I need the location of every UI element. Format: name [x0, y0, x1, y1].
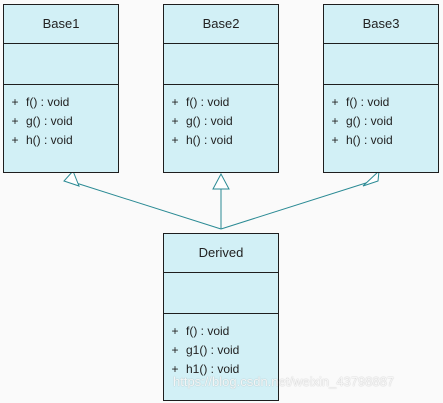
operation-row: + h() : void [324, 131, 438, 150]
class-name: Base2 [164, 5, 278, 44]
generalization-line-base1 [72, 181, 222, 230]
visibility-marker: + [11, 95, 19, 109]
operation-row: + g1() : void [164, 341, 278, 360]
operation-signature: h1() : void [186, 362, 240, 376]
operation-signature: f() : void [186, 324, 230, 338]
operation-signature: f() : void [346, 95, 390, 109]
operation-signature: f() : void [186, 95, 230, 109]
operation-row: + f() : void [164, 322, 278, 341]
operation-signature: f() : void [26, 95, 70, 109]
generalization-line-base3 [220, 181, 370, 230]
operation-row: + g() : void [164, 112, 278, 131]
attributes-compartment [4, 44, 118, 85]
operation-signature: h() : void [186, 133, 233, 147]
visibility-marker: + [331, 114, 339, 128]
operations-compartment: + f() : void + g() : void + h() : void [324, 85, 438, 156]
class-name: Base3 [324, 5, 438, 44]
attributes-compartment [164, 273, 278, 314]
attributes-compartment [164, 44, 278, 85]
operation-row: + g() : void [324, 112, 438, 131]
class-base3[interactable]: Base3 + f() : void + g() : void + h() : … [323, 4, 439, 173]
visibility-marker: + [11, 133, 19, 147]
operation-signature: h() : void [346, 133, 393, 147]
operation-row: + f() : void [324, 93, 438, 112]
class-name: Base1 [4, 5, 118, 44]
visibility-marker: + [171, 324, 179, 338]
operation-row: + h() : void [164, 131, 278, 150]
visibility-marker: + [171, 362, 179, 376]
operation-signature: g1() : void [186, 343, 240, 357]
visibility-marker: + [171, 133, 179, 147]
class-base2[interactable]: Base2 + f() : void + g() : void + h() : … [163, 4, 279, 173]
visibility-marker: + [171, 95, 179, 109]
operation-row: + f() : void [164, 93, 278, 112]
visibility-marker: + [331, 133, 339, 147]
class-derived[interactable]: Derived + f() : void + g1() : void + h1(… [163, 233, 279, 401]
inheritance-arrowhead-base1 [63, 170, 80, 187]
class-name: Derived [164, 234, 278, 273]
visibility-marker: + [11, 114, 19, 128]
operation-signature: h() : void [26, 133, 73, 147]
operation-row: + f() : void [4, 93, 118, 112]
class-base1[interactable]: Base1 + f() : void + g() : void + h() : … [3, 4, 119, 173]
operations-compartment: + f() : void + g() : void + h() : void [4, 85, 118, 156]
visibility-marker: + [331, 95, 339, 109]
visibility-marker: + [171, 343, 179, 357]
inheritance-arrowhead-base2 [212, 172, 230, 190]
operation-row: + h1() : void [164, 360, 278, 379]
operation-row: + g() : void [4, 112, 118, 131]
inheritance-arrowhead-base3 [362, 169, 380, 187]
visibility-marker: + [171, 114, 179, 128]
operation-signature: g() : void [26, 114, 73, 128]
operation-row: + h() : void [4, 131, 118, 150]
operation-signature: g() : void [186, 114, 233, 128]
operations-compartment: + f() : void + g1() : void + h1() : void [164, 314, 278, 385]
operations-compartment: + f() : void + g() : void + h() : void [164, 85, 278, 156]
operation-signature: g() : void [346, 114, 393, 128]
attributes-compartment [324, 44, 438, 85]
